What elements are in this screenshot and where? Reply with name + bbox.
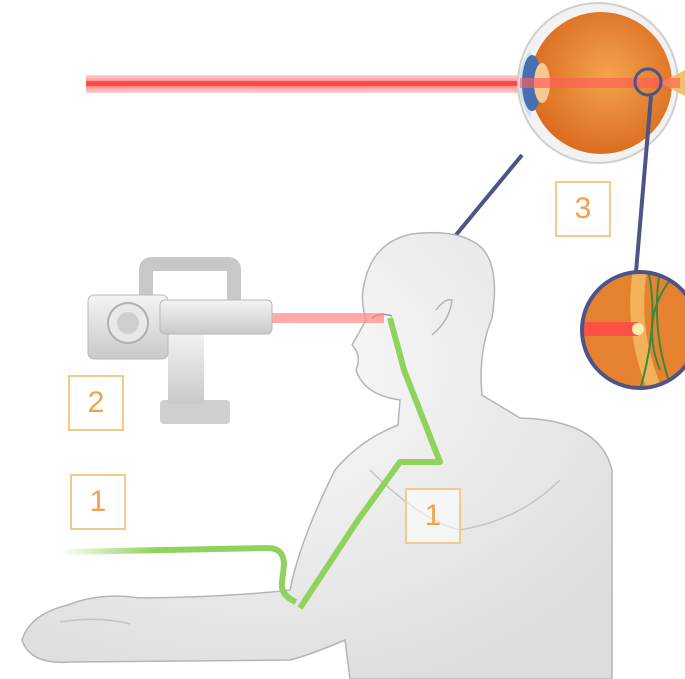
step-1-left-label: 1 [70,474,126,530]
laser-beam-camera [272,313,384,323]
step-3-label: 3 [555,181,611,237]
step-1-body-label: 1 [405,488,461,544]
retina-zoom-circle [580,270,685,390]
eye-cross-section [518,3,685,163]
step-2-label: 2 [68,375,124,431]
